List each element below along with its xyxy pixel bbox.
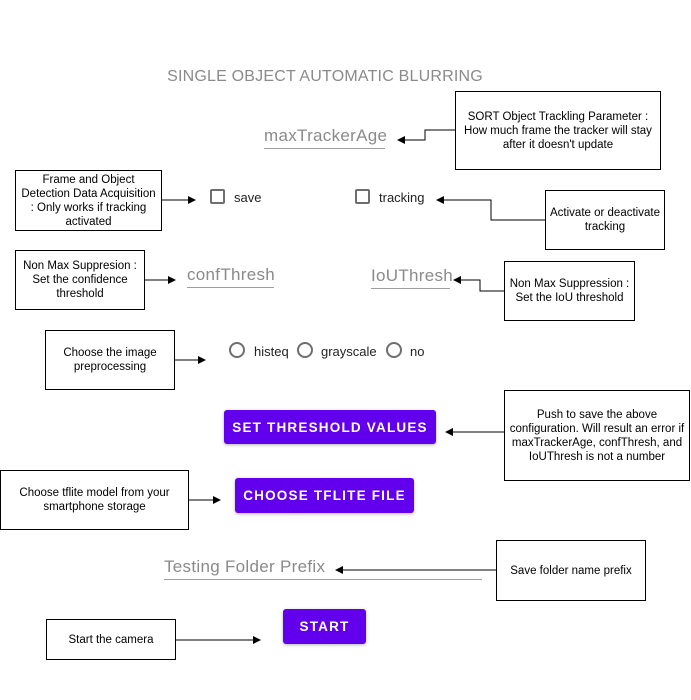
tracking-checkbox[interactable] (355, 189, 370, 204)
start-button[interactable]: START (283, 609, 366, 644)
arrow-sort-param (397, 129, 455, 144)
annotation-data-acquisition: Frame and Object Detection Data Acquisit… (15, 170, 162, 231)
conf-thresh-input[interactable]: confThresh (187, 265, 275, 288)
tracking-checkbox-label: tracking (379, 190, 425, 205)
save-checkbox[interactable] (210, 189, 225, 204)
annotation-tracking-toggle: Activate or deactivate tracking (545, 190, 665, 250)
annotation-nms-conf: Non Max Suppresion : Set the confidence … (15, 250, 145, 310)
radio-grayscale-label: grayscale (321, 344, 377, 359)
annotation-tflite: Choose tflite model from your smartphone… (0, 470, 189, 530)
annotation-folder-prefix: Save folder name prefix (496, 540, 646, 601)
annotation-sort-param: SORT Object Trackling Parameter : How mu… (455, 91, 661, 170)
choose-tflite-button[interactable]: CHOOSE TFLITE FILE (235, 478, 414, 513)
radio-grayscale[interactable] (297, 342, 313, 358)
radio-histeq[interactable] (229, 342, 245, 358)
annotation-save-config: Push to save the above configuration. Wi… (504, 390, 690, 481)
annotation-start-camera: Start the camera (46, 619, 176, 660)
set-threshold-button[interactable]: SET THRESHOLD VALUES (224, 410, 436, 444)
radio-histeq-label: histeq (254, 344, 289, 359)
max-tracker-age-input[interactable]: maxTrackerAge (264, 126, 387, 149)
arrow-tracking-toggle (436, 196, 545, 221)
iou-thresh-input[interactable]: IoUThresh (371, 266, 453, 289)
folder-prefix-input[interactable]: Testing Folder Prefix (164, 557, 482, 580)
radio-no[interactable] (386, 342, 402, 358)
annotation-nms-iou: Non Max Suppression : Set the IoU thresh… (504, 261, 635, 321)
radio-no-label: no (410, 344, 425, 359)
arrow-nms-iou (453, 276, 504, 292)
annotation-preprocessing: Choose the image preprocessing (45, 330, 175, 390)
app-title: SINGLE OBJECT AUTOMATIC BLURRING (167, 68, 483, 85)
save-checkbox-label: save (234, 190, 262, 205)
